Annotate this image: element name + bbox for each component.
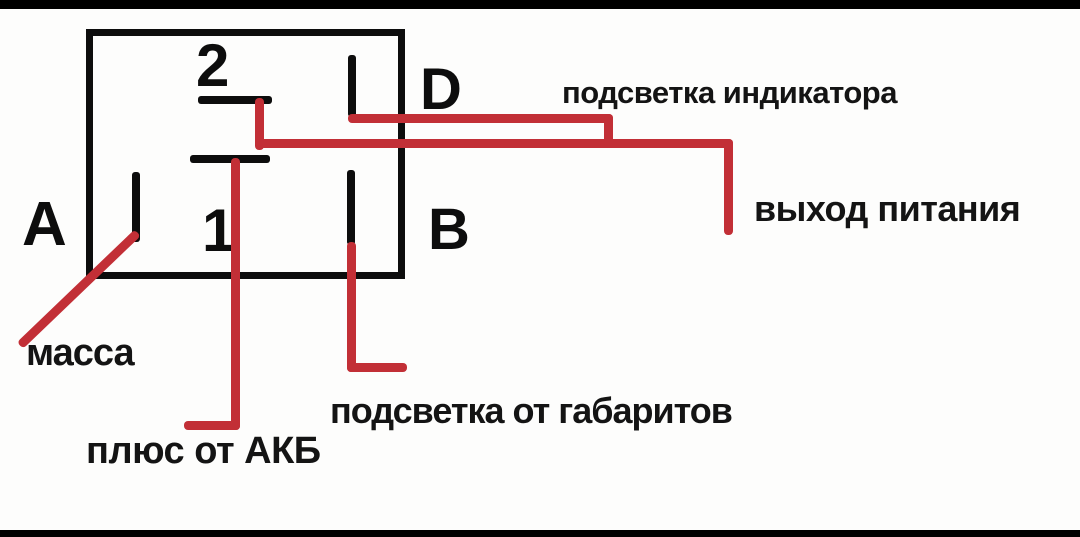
label-battery-plus: плюс от АКБ xyxy=(86,430,321,472)
wire-battery-plus-segment-vertical xyxy=(231,158,240,430)
label-indicator-backlight: подсветка индикатора xyxy=(562,75,897,110)
label-parking-backlight: подсветка от габаритов xyxy=(330,390,733,431)
wire-battery-plus-segment-horizontal xyxy=(184,421,240,430)
wire-power-output-segment-horizontal xyxy=(255,139,733,148)
wire-indicator-backlight-segment-horizontal xyxy=(348,114,613,123)
pin-label-d: D xyxy=(420,57,462,122)
pin-label-a: A xyxy=(22,190,67,259)
pin-a-contact xyxy=(132,172,140,242)
pin-label-1: 1 xyxy=(202,197,235,264)
pin-b-contact xyxy=(347,170,355,245)
top-letterbox-bar xyxy=(0,0,1080,9)
pin-label-2: 2 xyxy=(196,32,229,99)
label-ground: масса xyxy=(26,332,135,374)
pin-1-contact xyxy=(190,155,270,163)
wire-indicator-backlight-segment-drop xyxy=(604,114,613,148)
label-power-output: выход питания xyxy=(754,188,1021,229)
wire-power-output-segment-drop xyxy=(724,139,733,235)
connector-outline xyxy=(86,29,405,279)
bottom-letterbox-bar xyxy=(0,530,1080,537)
wire-parking-backlight-segment-horizontal xyxy=(347,363,407,372)
pin-d-contact xyxy=(348,55,356,117)
pin-2-contact xyxy=(198,96,272,104)
wire-power-output-segment-vertical xyxy=(255,98,264,150)
wire-parking-backlight-segment-vertical xyxy=(347,242,356,372)
pin-label-b: B xyxy=(428,197,470,262)
